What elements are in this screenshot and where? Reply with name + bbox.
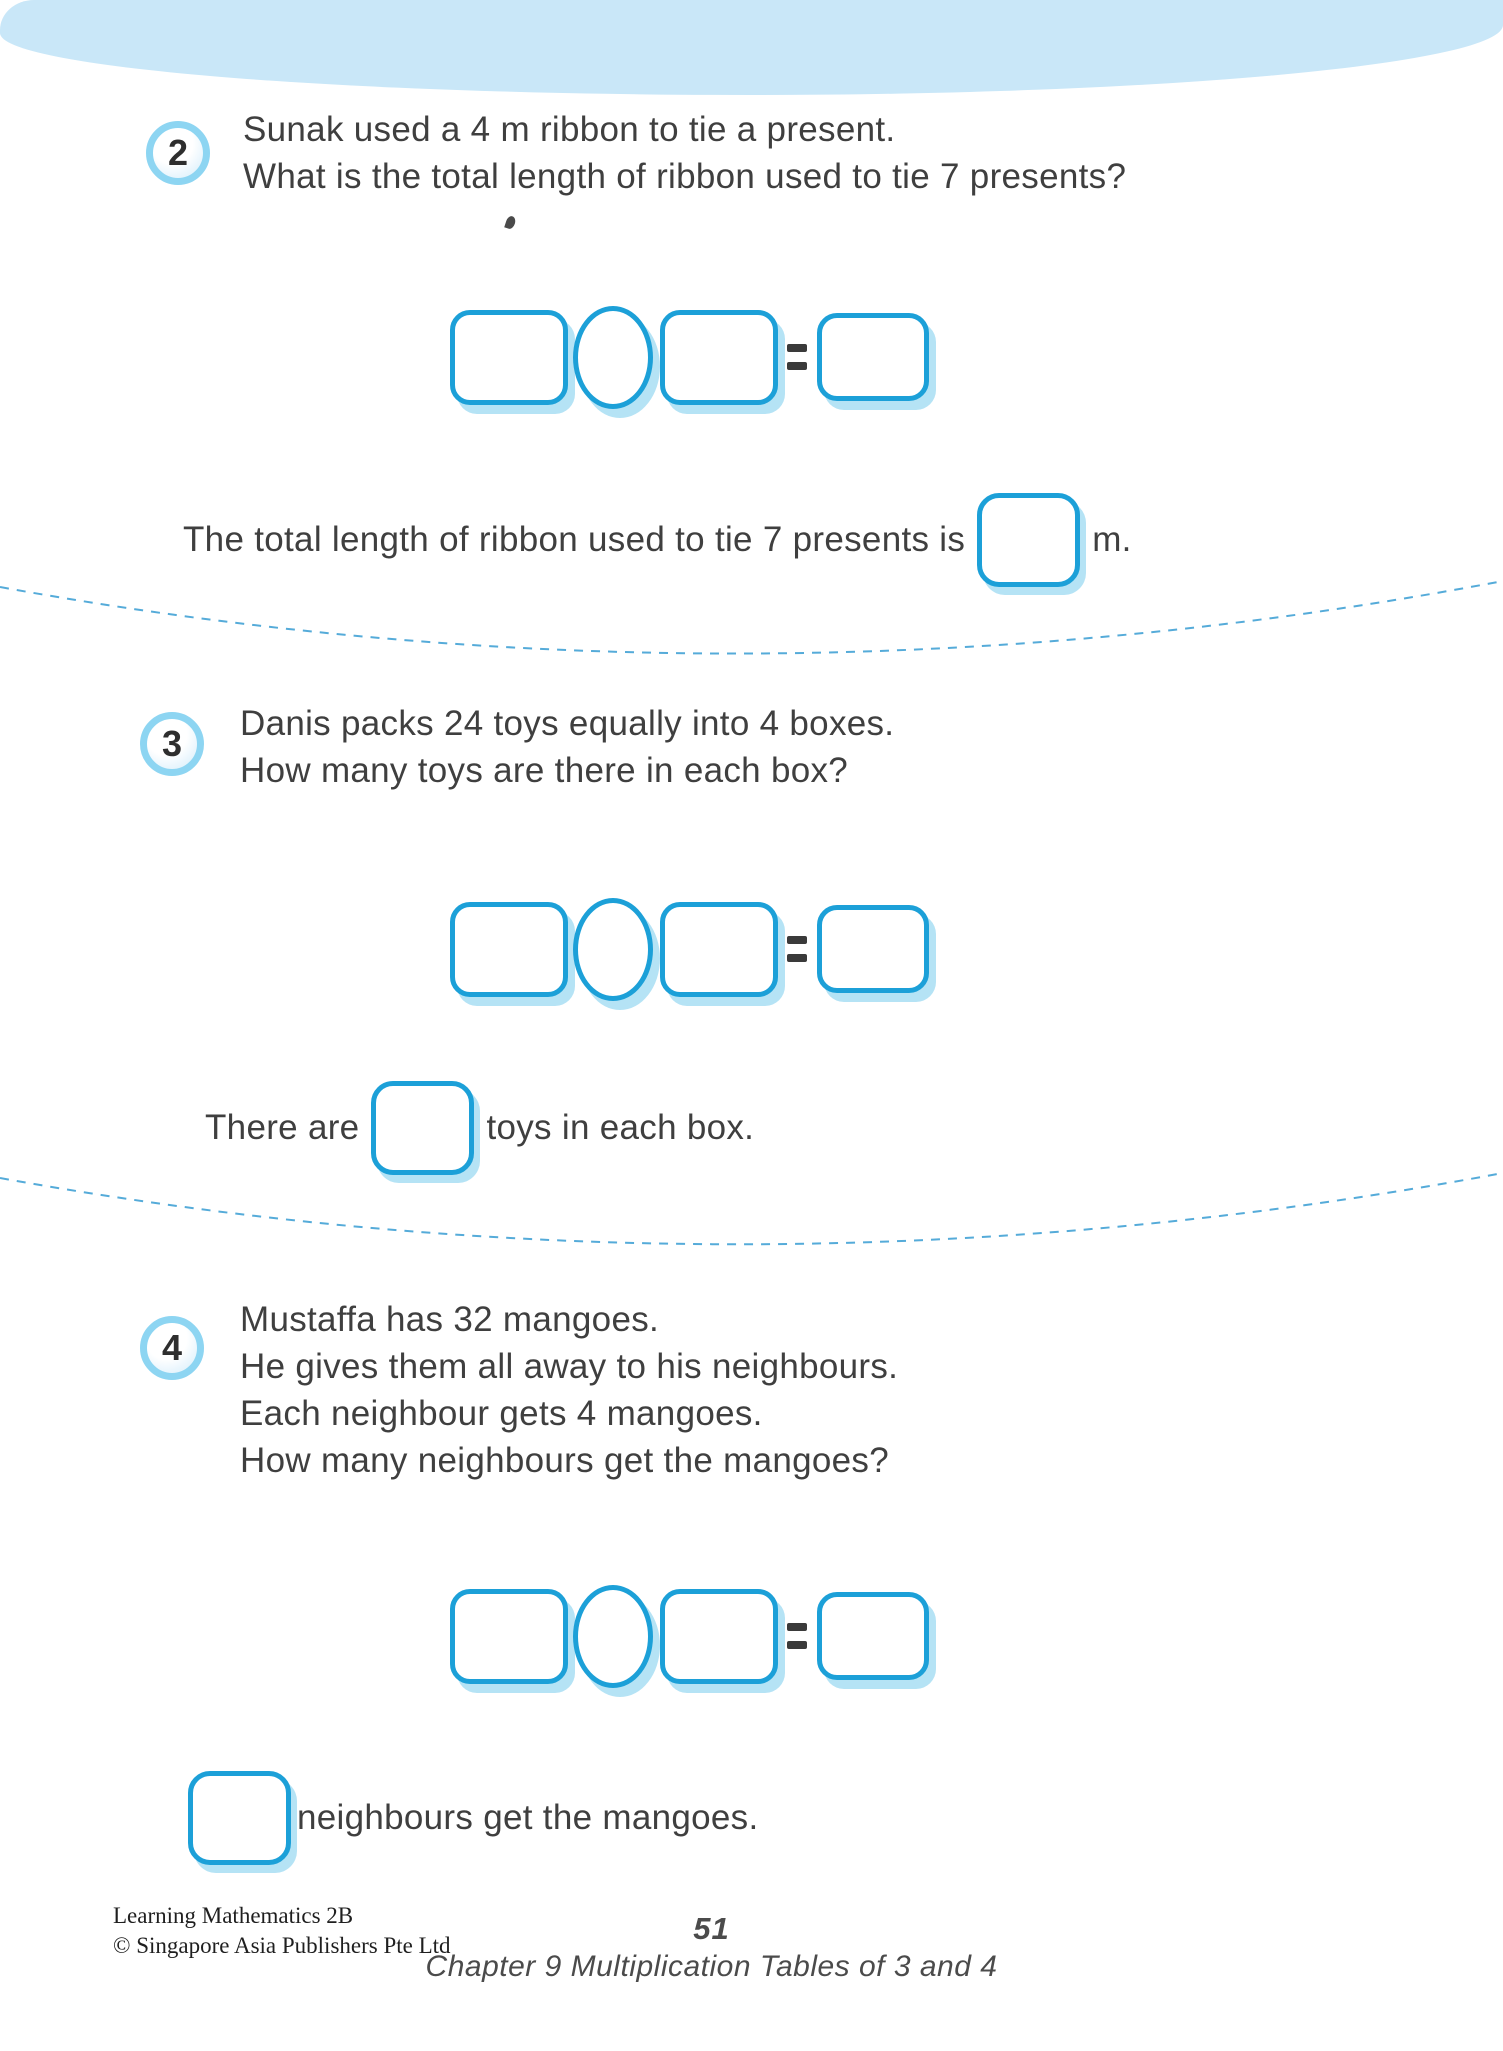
question-3-line-1: Danis packs 24 toys equally into 4 boxes…: [240, 704, 895, 743]
footer-page-info: 51 Chapter 9 Multiplication Tables of 3 …: [0, 1911, 1463, 1984]
footer-publisher: © Singapore Asia Publishers Pte Ltd: [113, 1933, 451, 1958]
equation-blank-operator-circle[interactable]: [573, 305, 653, 409]
dashed-divider: [0, 580, 1503, 655]
equals-icon: [787, 1623, 807, 1649]
question-3-text: Danis packs 24 toys equally into 4 boxes…: [240, 700, 894, 794]
equation-blank-operator-circle[interactable]: [573, 1584, 653, 1688]
equation-blank-first-number[interactable]: [450, 1588, 568, 1684]
question-3-answer-line: There are toys in each box.: [205, 1078, 754, 1178]
answer-blank-box[interactable]: [977, 493, 1081, 587]
question-4-line-3: Each neighbour gets 4 mangoes.: [240, 1394, 763, 1433]
equation-blank-result[interactable]: [817, 905, 929, 993]
equation-blank-second-number[interactable]: [660, 309, 778, 405]
question-2-number: 2: [167, 132, 189, 173]
question-4-number: 4: [161, 1327, 183, 1368]
equation-blank-result[interactable]: [817, 1592, 929, 1680]
equals-icon: [787, 344, 807, 370]
question-4-line-4: How many neighbours get the mangoes?: [240, 1441, 889, 1480]
page-number: 51: [693, 1911, 730, 1946]
answer-blank-box[interactable]: [371, 1081, 475, 1175]
question-4-badge: 4: [140, 1316, 204, 1380]
dashed-divider: [0, 1172, 1503, 1246]
question-2-text: Sunak used a 4 m ribbon to tie a present…: [243, 106, 1126, 200]
print-speck: [504, 214, 517, 231]
footer-book-title: Learning Mathematics 2B: [113, 1903, 354, 1928]
question-2-badge: 2: [146, 121, 210, 185]
answer-suffix-text: neighbours get the mangoes.: [297, 1798, 759, 1837]
question-4-text: Mustaffa has 32 mangoes. He gives them a…: [240, 1296, 898, 1484]
equation-blank-second-number[interactable]: [660, 901, 778, 997]
question-2-line-1: Sunak used a 4 m ribbon to tie a present…: [243, 110, 896, 149]
question-4-equation: [450, 1582, 929, 1690]
equation-blank-operator-circle[interactable]: [573, 897, 653, 1001]
question-4-line-2: He gives them all away to his neighbours…: [240, 1347, 899, 1386]
equation-blank-first-number[interactable]: [450, 309, 568, 405]
question-3-line-2: How many toys are there in each box?: [240, 751, 849, 790]
question-3-badge: 3: [140, 712, 204, 776]
answer-suffix-text: toys in each box.: [486, 1108, 755, 1147]
chapter-title: Chapter 9 Multiplication Tables of 3 and…: [425, 1950, 998, 1983]
question-2-equation: [450, 303, 929, 411]
equation-blank-result[interactable]: [817, 313, 929, 401]
question-3-number: 3: [161, 723, 183, 764]
answer-blank-box[interactable]: [188, 1771, 291, 1865]
equation-blank-first-number[interactable]: [450, 901, 568, 997]
question-2-line-2: What is the total length of ribbon used …: [243, 157, 1127, 196]
equation-blank-second-number[interactable]: [660, 1588, 778, 1684]
question-4-line-1: Mustaffa has 32 mangoes.: [240, 1300, 660, 1339]
answer-suffix-text: m.: [1092, 520, 1132, 559]
question-4-answer-line: neighbours get the mangoes.: [188, 1768, 758, 1868]
answer-prefix-text: The total length of ribbon used to tie 7…: [183, 520, 966, 559]
header-banner: [0, 0, 1503, 95]
answer-prefix-text: There are: [205, 1108, 360, 1147]
equals-icon: [787, 936, 807, 962]
footer-imprint: Learning Mathematics 2B © Singapore Asia…: [113, 1901, 451, 1961]
question-2-answer-line: The total length of ribbon used to tie 7…: [183, 490, 1132, 590]
question-3-equation: [450, 895, 929, 1003]
